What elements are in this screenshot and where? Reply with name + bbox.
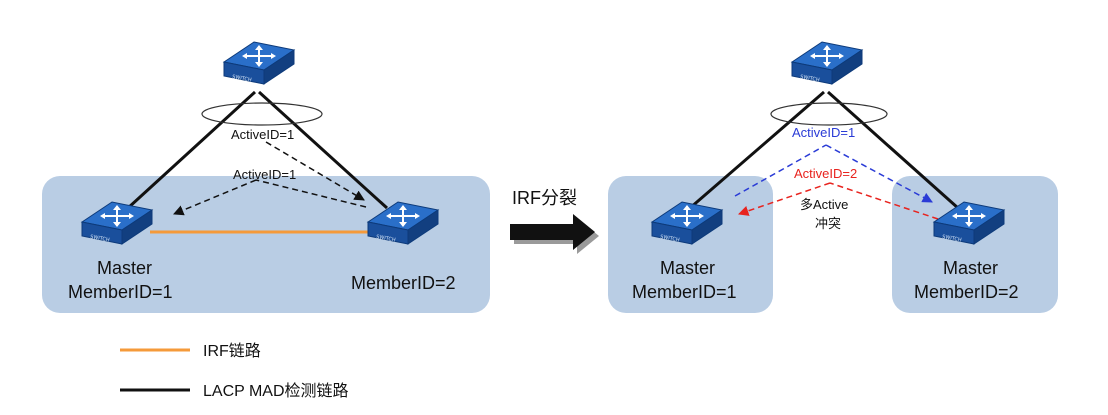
dashed-arrow-left-down [265, 141, 365, 201]
member-id-label-right-b: MemberID=2 [914, 282, 1019, 302]
irf-domain-right-a [608, 176, 773, 313]
conflict-label-line2: 冲突 [815, 216, 841, 231]
red-dashed-arrow-2 [738, 182, 831, 216]
conflict-label-line1: 多Active [800, 197, 848, 212]
active-id-label-left-top: ActiveID=1 [231, 127, 294, 142]
member-id-label-left-1: MemberID=1 [68, 282, 173, 302]
blue-dashed-arrow-1 [734, 144, 827, 197]
irf-domain-right-b [892, 176, 1058, 313]
master-label-right-a: Master [660, 258, 715, 278]
member-id-label-right-a: MemberID=1 [632, 282, 737, 302]
active-id-label-left-bottom: ActiveID=1 [233, 167, 296, 182]
lacp-link-left-2 [257, 90, 389, 210]
master-label-right-b: Master [943, 258, 998, 278]
irf-split-label: IRF分裂 [512, 188, 577, 208]
blue-dashed-arrow-2 [825, 144, 933, 203]
member-id-label-left-2: MemberID=2 [351, 273, 456, 293]
active-id-label-right-1: ActiveID=1 [792, 125, 855, 140]
lacp-link-right-1 [689, 90, 825, 210]
dashed-arrow-left-up [255, 179, 367, 208]
dashed-arrow-left-back [173, 179, 257, 216]
lacp-link-left-1 [126, 90, 257, 210]
legend-irf-label: IRF链路 [203, 342, 261, 360]
red-dashed-arrow-1 [829, 182, 939, 220]
aggregation-ellipse-left [201, 102, 323, 126]
irf-domain-left [42, 176, 490, 313]
lacp-link-right-2 [827, 90, 959, 210]
aggregation-ellipse-right [770, 102, 888, 126]
switch-icon-top-left [223, 41, 295, 85]
legend-lacp-label: LACP MAD检测链路 [203, 382, 349, 400]
split-arrow-icon [510, 214, 599, 254]
switch-icon-top-right [791, 41, 863, 85]
active-id-label-right-2: ActiveID=2 [794, 166, 857, 181]
master-label-left: Master [97, 258, 152, 278]
